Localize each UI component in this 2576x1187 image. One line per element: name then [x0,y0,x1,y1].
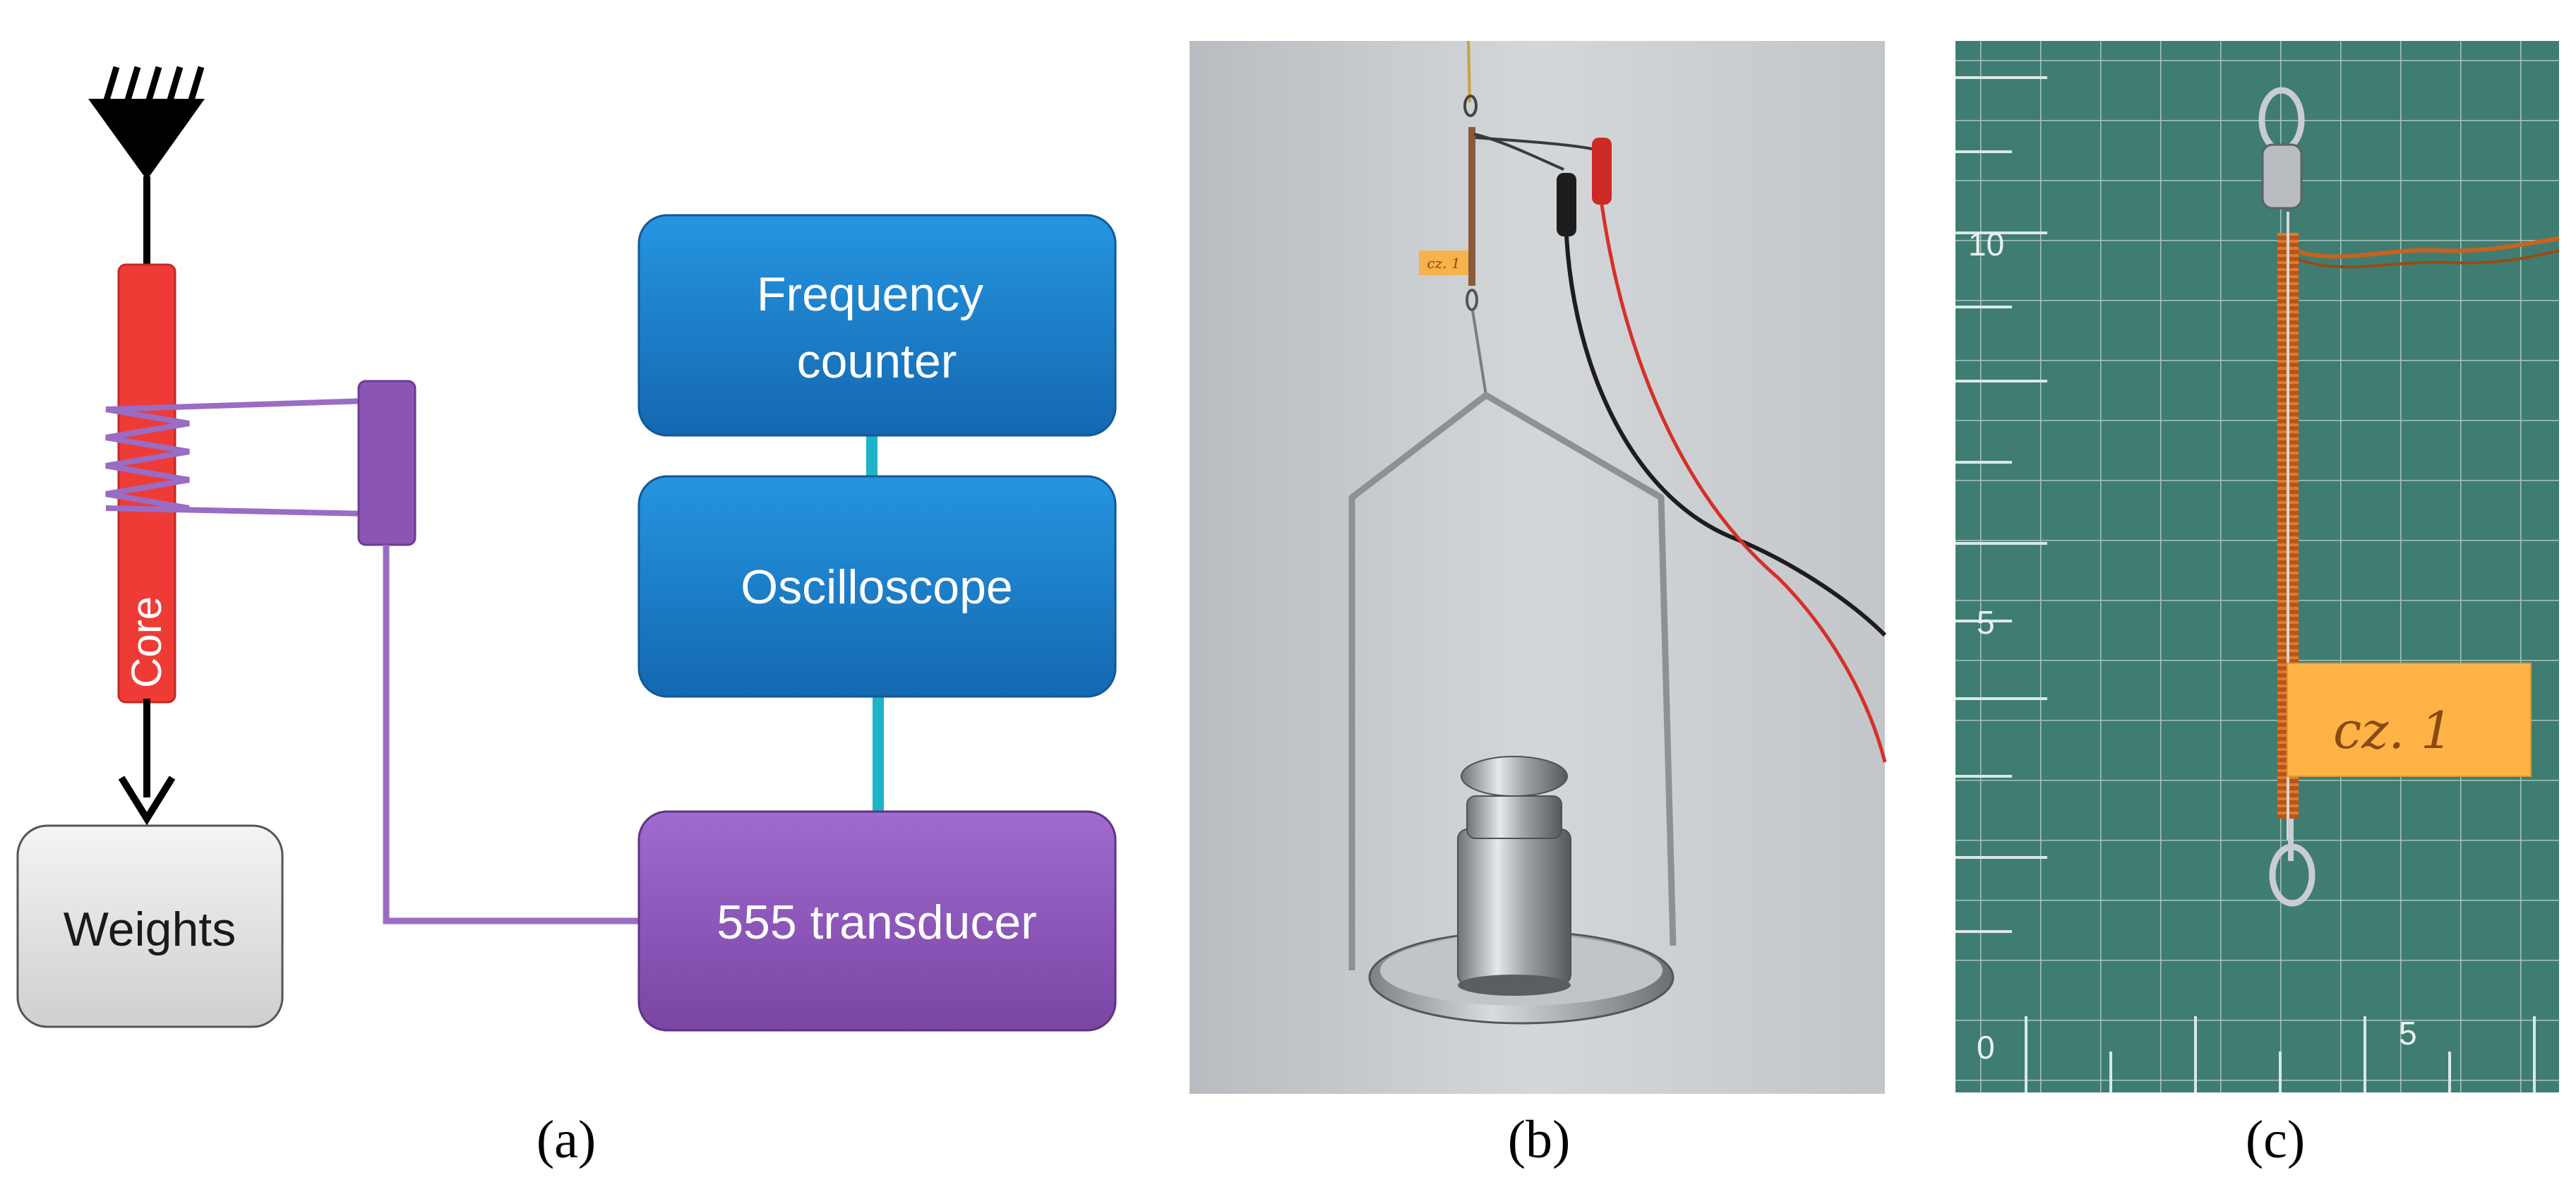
photo-b-tag-text: cz. 1 [1427,255,1460,272]
connector-counter-scope [866,432,877,478]
photo-c-ruler-label-0: 0 [1977,1029,1995,1066]
oscilloscope-box [637,475,1117,698]
photo-c-tag [2287,663,2532,777]
frequency-counter-label: Frequency counter [757,267,997,388]
ground-symbol [88,66,205,268]
arrow-to-weights [118,699,176,826]
weights-box [16,824,284,1028]
panel-b-photo: cz. 1 [1190,40,1887,1094]
photo-b-hanger [1348,392,1677,970]
panel-label-b: (b) [1508,1110,1571,1169]
photo-c-ruler-label-5: 5 [1977,604,1995,641]
connector-scope-transducer [873,695,884,815]
frequency-counter-box [637,214,1117,437]
photo-b-weight [1457,829,1571,985]
photo-c-swivel [2261,143,2303,210]
panel-a-schematic: Core Weights Frequency counter O [16,66,1117,1032]
weights-label: Weights [64,903,236,956]
frequency-counter-label-line2: counter [797,335,957,388]
transducer-wire [383,545,646,924]
panel-label-c: (c) [2246,1110,2305,1169]
photo-c-ruler-label-10: 10 [1968,226,2004,263]
oscilloscope-label: Oscilloscope [741,560,1013,614]
transducer-box [637,810,1117,1032]
frequency-counter-label-line1: Frequency [757,267,983,321]
coil-connector [357,380,417,546]
panel-label-a: (a) [537,1110,596,1169]
photo-c-tag-text: cz. 1 [2333,701,2453,760]
panel-c-photo: 10 5 0 5 cz. 1 [1955,41,2560,1092]
core-label: Core [123,596,170,688]
photo-c-ruler [1955,76,2536,1092]
photo-b-sensor [1468,127,1475,286]
photo-c-ruler-label-5-bottom: 5 [2399,1015,2417,1052]
coil [105,398,368,517]
photo-b-tag [1419,251,1468,275]
transducer-label: 555 transducer [717,896,1037,949]
